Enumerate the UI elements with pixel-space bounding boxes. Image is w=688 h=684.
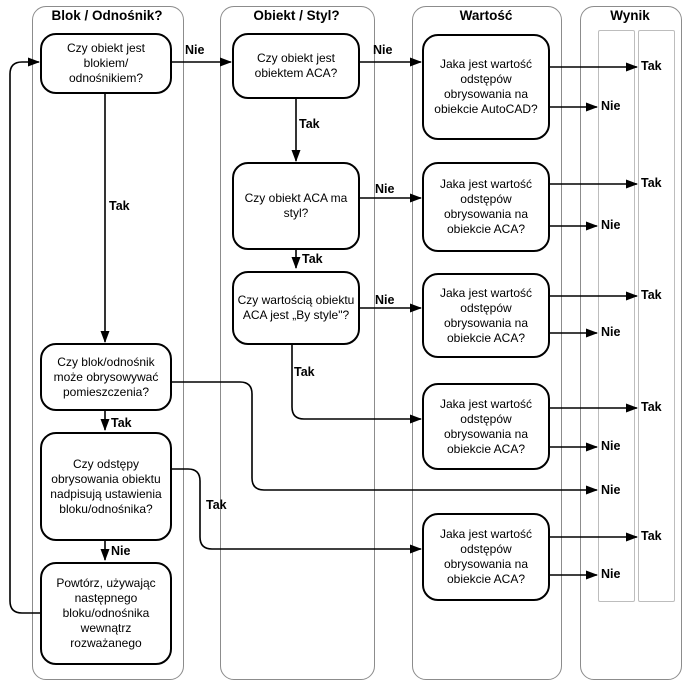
result-nie-2: Nie bbox=[601, 218, 621, 232]
node-value-autocad: Jaka jest wartość odstępów obrysowania n… bbox=[422, 34, 550, 140]
result-nie-3: Nie bbox=[601, 325, 621, 339]
node-value-by-style: Czy wartością obiektu ACA jest „By style… bbox=[232, 271, 360, 345]
column-header-value: Wartość bbox=[459, 8, 513, 23]
result-tak-4: Tak bbox=[641, 400, 662, 414]
node-value-aca-3: Jaka jest wartość odstępów obrysowania n… bbox=[422, 383, 550, 470]
node-aca-has-style: Czy obiekt ACA ma styl? bbox=[232, 162, 360, 250]
lane-tak bbox=[638, 30, 675, 602]
edge-label-overrides-tak: Tak bbox=[206, 498, 227, 512]
node-is-block: Czy obiekt jest blokiem/ odnośnikiem? bbox=[40, 33, 172, 94]
node-repeat-next-block: Powtórz, używając następnego bloku/odnoś… bbox=[40, 562, 172, 665]
result-tak-2: Tak bbox=[641, 176, 662, 190]
result-nie-6: Nie bbox=[601, 567, 621, 581]
column-header-result: Wynik bbox=[610, 8, 650, 23]
edge-label-isaca-nie: Nie bbox=[373, 43, 393, 57]
edge-label-hasstyle-nie: Nie bbox=[375, 182, 395, 196]
node-value-aca-2: Jaka jest wartość odstępów obrysowania n… bbox=[422, 273, 550, 358]
node-value-aca-4: Jaka jest wartość odstępów obrysowania n… bbox=[422, 513, 550, 601]
edge-label-isaca-tak: Tak bbox=[299, 117, 320, 131]
edge-label-canbound-tak: Tak bbox=[111, 416, 132, 430]
edge-label-bystyle-tak: Tak bbox=[294, 365, 315, 379]
column-header-object-style: Obiekt / Styl? bbox=[253, 8, 340, 23]
column-object-style bbox=[220, 6, 375, 680]
node-can-bound-spaces: Czy blok/odnośnik może obrysowywać pomie… bbox=[40, 343, 172, 411]
result-nie-1: Nie bbox=[601, 99, 621, 113]
edge-label-overrides-nie: Nie bbox=[111, 544, 131, 558]
result-nie-4: Nie bbox=[601, 439, 621, 453]
result-tak-1: Tak bbox=[641, 59, 662, 73]
column-header-block-ref: Blok / Odnośnik? bbox=[51, 8, 163, 23]
column-result bbox=[580, 6, 682, 680]
result-nie-5: Nie bbox=[601, 483, 621, 497]
node-value-aca-1: Jaka jest wartość odstępów obrysowania n… bbox=[422, 162, 550, 252]
column-value bbox=[412, 6, 562, 680]
result-tak-3: Tak bbox=[641, 288, 662, 302]
result-tak-5: Tak bbox=[641, 529, 662, 543]
node-is-aca-object: Czy obiekt jest obiektem ACA? bbox=[232, 33, 360, 99]
edge-label-isblock-nie: Nie bbox=[185, 43, 205, 57]
edge-label-bystyle-nie: Nie bbox=[375, 293, 395, 307]
lane-nie bbox=[598, 30, 635, 602]
edge-label-hasstyle-tak: Tak bbox=[302, 252, 323, 266]
node-overrides-settings: Czy odstępy obrysowania obiektu nadpisuj… bbox=[40, 432, 172, 541]
edge-label-isblock-tak: Tak bbox=[109, 199, 130, 213]
